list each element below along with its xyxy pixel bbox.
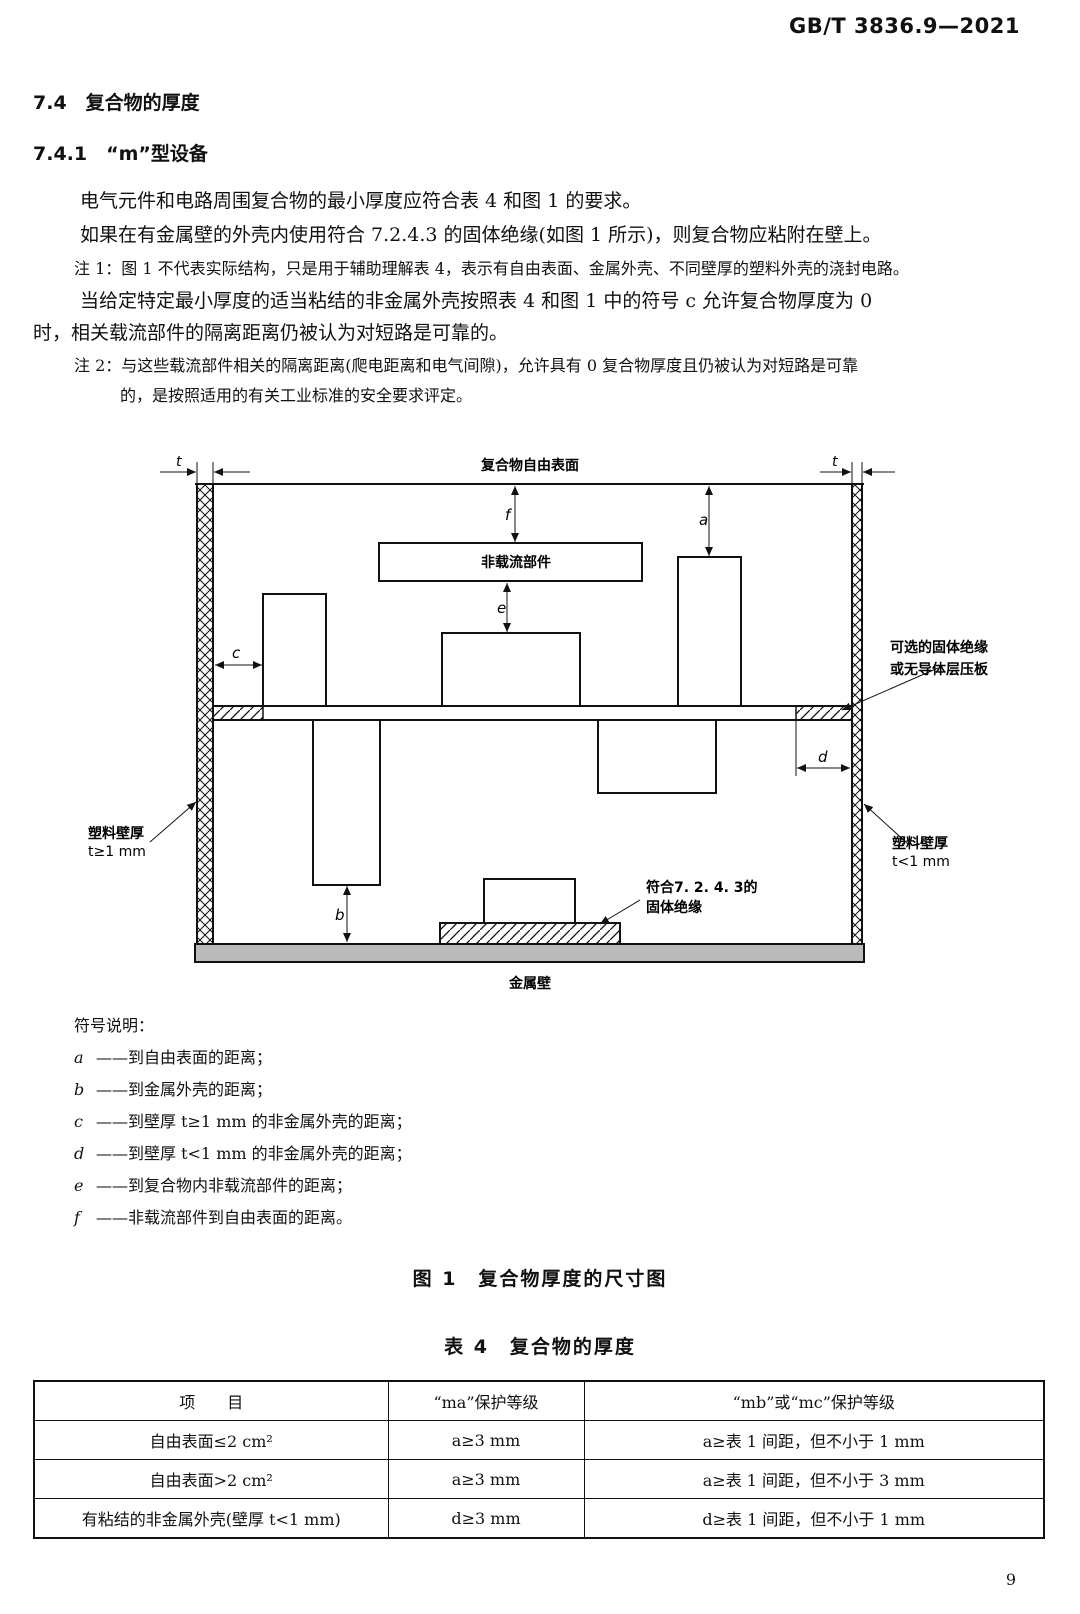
table-cell: a≥3 mm	[387, 1459, 585, 1499]
heading-7-4: 7.4 复合物的厚度	[33, 92, 200, 114]
symbol-t-right: t	[832, 454, 838, 470]
symbol-e: e	[497, 599, 506, 617]
table-row: 自由表面>2 cm² a≥3 mm a≥表 1 间距，但不小于 3 mm	[33, 1459, 1045, 1499]
component-bottom-1	[312, 719, 381, 886]
page-number: 9	[1005, 1570, 1016, 1589]
note-2-line-1: 注 2：与这些载流部件相关的隔离距离(爬电距离和电气间隙)，允许具有 0 复合物…	[74, 356, 859, 375]
table-cell: 自由表面≤2 cm²	[33, 1420, 389, 1460]
component-bottom-2	[597, 719, 717, 794]
table-cell: d≥表 1 间距，但不小于 1 mm	[583, 1498, 1045, 1539]
symbol-legend: 符号说明： a——到自由表面的距离； b——到金属外壳的距离； c——到壁厚 t…	[74, 1010, 412, 1234]
component-top-3	[677, 556, 742, 707]
symbol-f: f	[505, 506, 513, 524]
label-plastic-right-2: t<1 mm	[892, 854, 950, 870]
label-plastic-left-1: 塑料壁厚	[88, 825, 144, 842]
component-top-1	[262, 593, 327, 707]
paragraph-2: 如果在有金属壁的外壳内使用符合 7.2.4.3 的固体绝缘(如图 1 所示)，则…	[80, 224, 882, 246]
table-header-row: 项 目 “ma”保护等级 “mb”或“mc”保护等级	[33, 1380, 1045, 1421]
non-current-carrying-part	[378, 542, 643, 582]
note-1: 注 1：图 1 不代表实际结构，只是用于辅助理解表 4，表示有自由表面、金属外壳…	[74, 259, 909, 278]
table-cell: a≥3 mm	[387, 1420, 585, 1460]
label-non-current-carrying: 非载流部件	[481, 554, 551, 571]
legend-title: 符号说明：	[74, 1016, 155, 1035]
paragraph-3-line-2: 时，相关载流部件的隔离距离仍被认为对短路是可靠的。	[33, 322, 509, 344]
table-header-cell: 项 目	[33, 1380, 389, 1421]
table-cell: 有粘结的非金属外壳(壁厚 t<1 mm)	[33, 1498, 389, 1539]
component-bottom-3	[483, 878, 576, 924]
label-free-surface: 复合物自由表面	[480, 457, 579, 474]
table-cell: d≥3 mm	[387, 1498, 585, 1539]
metal-wall	[194, 943, 865, 963]
component-top-2	[441, 632, 581, 707]
label-solid-insulation-1: 符合7. 2. 4. 3的	[645, 879, 758, 896]
legend-item: a——到自由表面的距离；	[74, 1048, 273, 1067]
symbol-c: c	[232, 644, 241, 662]
symbol-b: b	[335, 906, 345, 924]
label-optional-insulation-1: 可选的固体绝缘	[890, 639, 988, 656]
label-plastic-left-2: t≥1 mm	[88, 844, 146, 860]
figure-1-diagram: t t 复合物自由表面 非载流部件 f e a c d b 可选的固体绝缘 或无…	[88, 454, 989, 992]
optional-insulation-right	[795, 705, 853, 721]
table-header-cell: “ma”保护等级	[387, 1380, 585, 1421]
circuit-board	[212, 705, 853, 721]
table-row: 自由表面≤2 cm² a≥3 mm a≥表 1 间距，但不小于 1 mm	[33, 1420, 1045, 1460]
table-caption: 表 4 复合物的厚度	[444, 1336, 636, 1358]
optional-insulation-left	[212, 705, 264, 721]
label-solid-insulation-2: 固体绝缘	[646, 899, 702, 916]
legend-item: c——到壁厚 t≥1 mm 的非金属外壳的距离；	[74, 1112, 412, 1131]
document-id: GB/T 3836.9—2021	[788, 14, 1020, 38]
figure-caption: 图 1 复合物厚度的尺寸图	[412, 1268, 668, 1290]
table-cell: a≥表 1 间距，但不小于 3 mm	[583, 1459, 1045, 1499]
table-row: 有粘结的非金属外壳(壁厚 t<1 mm) d≥3 mm d≥表 1 间距，但不小…	[33, 1498, 1045, 1539]
table-header-cell: “mb”或“mc”保护等级	[583, 1380, 1045, 1421]
legend-item: d——到壁厚 t<1 mm 的非金属外壳的距离；	[74, 1144, 412, 1163]
legend-item: f——非载流部件到自由表面的距离。	[74, 1208, 353, 1227]
right-plastic-wall	[851, 483, 863, 945]
table-cell: 自由表面>2 cm²	[33, 1459, 389, 1499]
symbol-t-left: t	[176, 454, 182, 470]
legend-item: b——到金属外壳的距离；	[74, 1080, 273, 1099]
label-optional-insulation-2: 或无导体层压板	[890, 661, 989, 678]
legend-item: e——到复合物内非载流部件的距离；	[74, 1176, 353, 1195]
table-4: 项 目 “ma”保护等级 “mb”或“mc”保护等级 自由表面≤2 cm² a≥…	[33, 1380, 1045, 1539]
paragraph-1: 电气元件和电路周围复合物的最小厚度应符合表 4 和图 1 的要求。	[80, 190, 642, 212]
left-plastic-wall	[196, 483, 214, 945]
label-plastic-right-1: 塑料壁厚	[892, 835, 948, 852]
label-metal-wall: 金属壁	[508, 975, 551, 992]
symbol-d: d	[818, 748, 828, 766]
table-cell: a≥表 1 间距，但不小于 1 mm	[583, 1420, 1045, 1460]
note-2-line-2: 的，是按照适用的有关工业标准的安全要求评定。	[120, 386, 473, 405]
symbol-a: a	[699, 511, 708, 529]
paragraph-3-line-1: 当给定特定最小厚度的适当粘结的非金属外壳按照表 4 和图 1 中的符号 c 允许…	[80, 290, 873, 312]
solid-insulation	[439, 922, 621, 945]
heading-7-4-1: 7.4.1 “m”型设备	[33, 143, 208, 165]
